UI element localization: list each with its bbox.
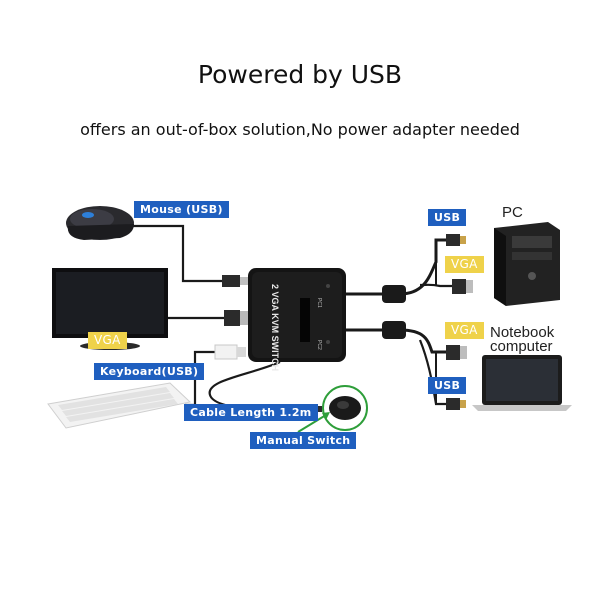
keyboard-usb-label: Keyboard(USB) xyxy=(94,363,205,380)
switch-port-1-text: PC1 xyxy=(316,298,322,308)
pc-label: PC xyxy=(502,204,523,221)
switch-port-2-text: PC2 xyxy=(316,340,322,350)
ferrite-bead-top xyxy=(382,285,406,303)
ferrite-bead-bottom xyxy=(382,321,406,339)
manual-switch-image xyxy=(312,385,368,431)
monitor-vga-plug xyxy=(224,310,240,326)
pc-usb-label: USB xyxy=(428,209,467,226)
manual-switch-label: Manual Switch xyxy=(250,432,357,449)
keyboard-image xyxy=(47,382,192,429)
mouse-cable xyxy=(133,224,222,283)
kvm-switch-device xyxy=(248,268,346,362)
manual-switch-arrow xyxy=(297,412,330,433)
notebook-vga-label: VGA xyxy=(445,322,484,339)
mouse-usb-label: Mouse (USB) xyxy=(134,201,229,218)
pc-tower-image xyxy=(494,222,560,306)
pc-vga-label: VGA xyxy=(445,256,484,273)
switch-name-text: 2 VGA KVM SWITCH xyxy=(270,284,280,371)
connectors-right xyxy=(446,234,473,410)
cable-length-label: Cable Length 1.2m xyxy=(184,404,318,421)
monitor-vga-label: VGA xyxy=(88,332,127,349)
notebook-usb-label: USB xyxy=(428,377,467,394)
pc-usb-plug xyxy=(446,234,460,246)
notebook-usb-plug xyxy=(446,398,460,410)
keyboard-usb-plug xyxy=(214,344,238,360)
manual-switch-cable xyxy=(208,360,321,412)
pc-vga-plug xyxy=(452,279,466,294)
subline: offers an out-of-box solution,No power a… xyxy=(80,120,520,139)
notebook-label: Notebook computer xyxy=(490,324,555,355)
connectors-left xyxy=(214,275,248,360)
notebook-image xyxy=(472,355,572,411)
notebook-vga-plug xyxy=(446,345,460,360)
mouse-usb-plug xyxy=(222,275,240,287)
gaming-mouse-image xyxy=(66,206,134,240)
headline: Powered by USB xyxy=(197,60,403,89)
